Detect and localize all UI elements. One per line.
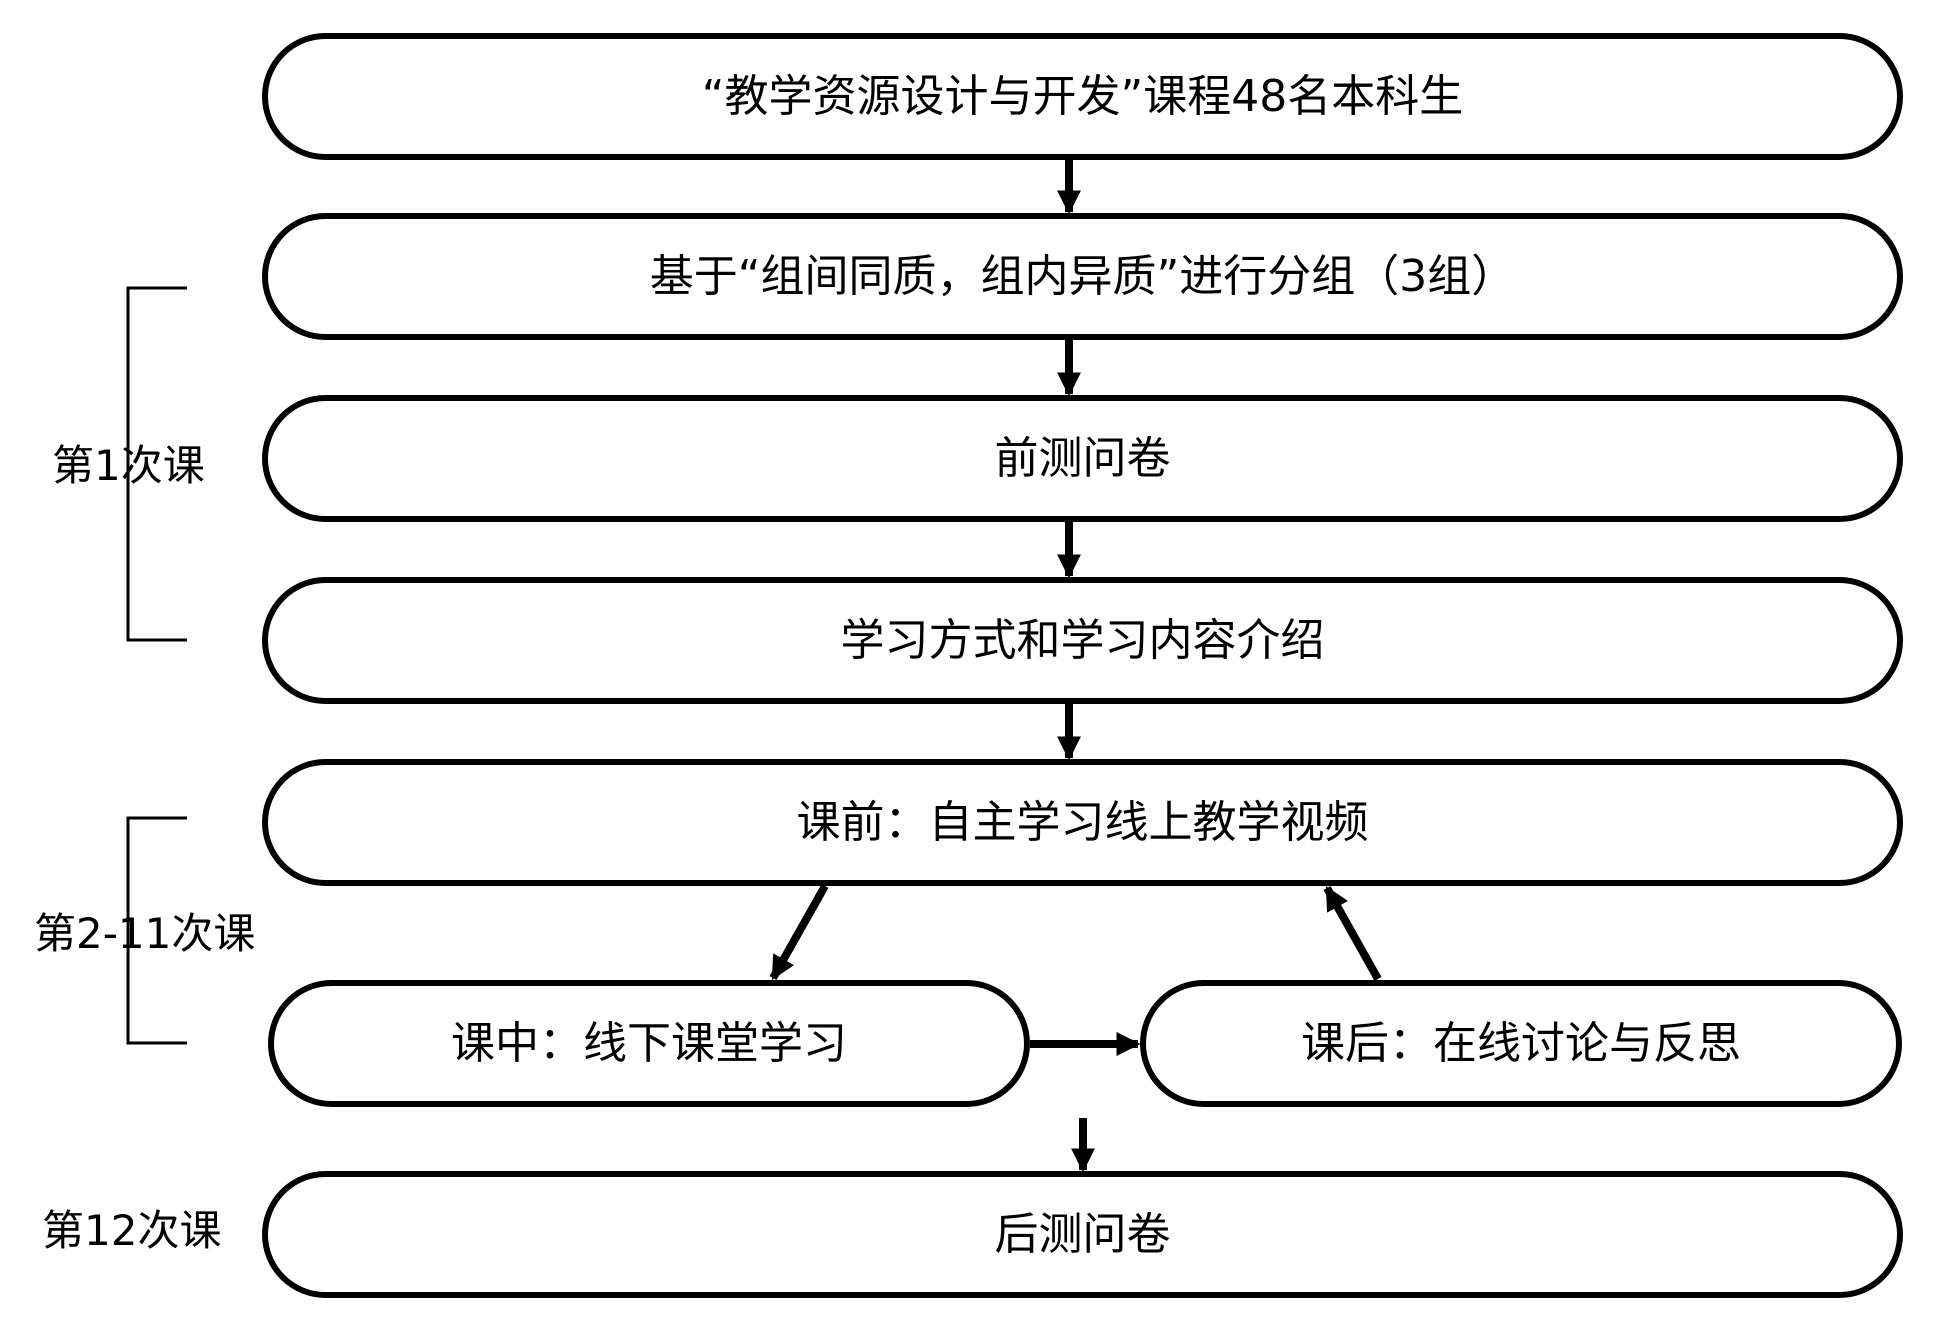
node-preclass: 课前：自主学习线上教学视频 [262,759,1903,886]
label-session12: 第12次课 [42,1206,222,1255]
label-session1: 第1次课 [52,441,205,490]
node-inclass-label: 课中：线下课堂学习 [451,1017,847,1069]
node-posttest-label: 后测问卷 [994,1208,1171,1260]
node-intro-label: 学习方式和学习内容介绍 [840,614,1325,666]
node-inclass: 课中：线下课堂学习 [268,980,1030,1107]
node-posttest: 后测问卷 [262,1171,1903,1298]
node-afterclass-label: 课后：在线讨论与反思 [1301,1017,1741,1069]
bracket-session1 [126,286,187,642]
node-grouping-label: 基于“组间同质，组内异质”进行分组（3组） [649,250,1516,302]
node-pretest-label: 前测问卷 [994,432,1171,484]
arrow-n5-n6 [769,884,829,981]
node-participants-label: “教学资源设计与开发”课程48名本科生 [701,70,1464,122]
node-afterclass: 课后：在线讨论与反思 [1140,980,1902,1107]
node-intro: 学习方式和学习内容介绍 [262,577,1903,704]
node-grouping: 基于“组间同质，组内异质”进行分组（3组） [262,213,1903,340]
node-participants: “教学资源设计与开发”课程48名本科生 [262,33,1903,160]
bracket-session2-11 [126,816,187,1045]
node-preclass-label: 课前：自主学习线上教学视频 [796,796,1369,848]
label-session2-11: 第2-11次课 [34,909,256,958]
node-pretest: 前测问卷 [262,395,1903,522]
arrow-n7-n5 [1323,885,1382,981]
